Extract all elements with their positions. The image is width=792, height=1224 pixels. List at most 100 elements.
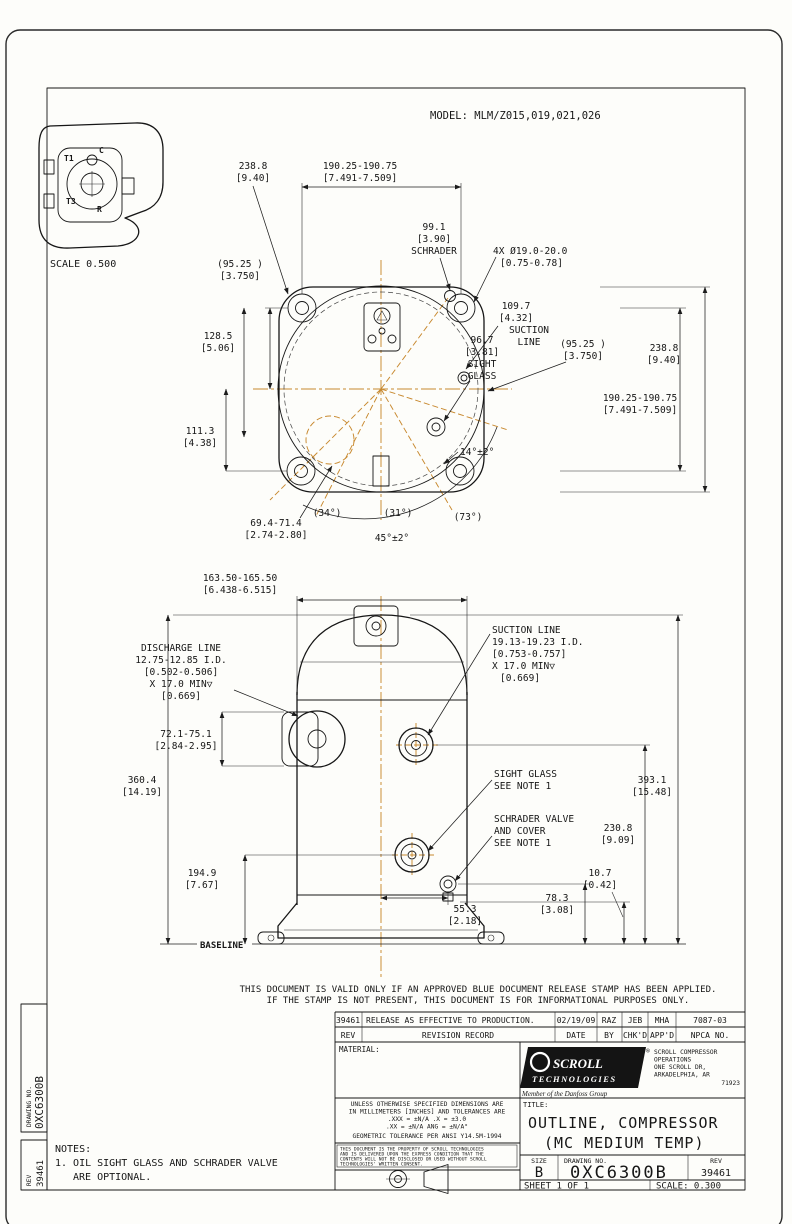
half-span-left-value: (95.25 ) [217,259,263,270]
sight-glass-dim-label2: GLASS [468,371,497,382]
terminal-label-t3: T3 [66,197,76,206]
dim-height-inch: [9.40] [647,355,681,366]
angle-45-label: 45°±2° [375,533,409,544]
dim-69-value: 69.4-71.4 [250,518,302,529]
drawing-no-value: 0XC6300B [570,1163,668,1183]
dim-height-value: 238.8 [650,343,679,354]
discharge-label-1: DISCHARGE LINE [141,643,221,654]
angle-34-label: (34°) [313,508,342,519]
terminal-box-side [353,605,399,647]
dim-bolt-span-top-inch: [7.491-7.509] [323,173,397,184]
dim-width-inch: [9.40] [236,173,270,184]
dim-194-value: 194.9 [188,868,217,879]
sight-glass-dim-label1: SIGHT [468,359,497,370]
dim-bolt-span-top-value: 190.25-190.75 [323,161,397,172]
rev-entry-appd: MHA [655,1016,670,1025]
dim-360-inch: [14.19] [122,787,162,798]
suction-top [457,371,471,385]
model-label: MODEL: MLM/Z015,019,021,026 [430,110,601,122]
property-note-4: TECHNOLOGIES' WRITTEN CONSENT. [340,1162,423,1168]
dim-78-value: 78.3 [546,893,569,904]
half-span-right-inch: [3.750] [563,351,603,362]
rev-entry-chkd: JEB [628,1016,643,1025]
detail-scale-label: SCALE 0.500 [50,259,116,270]
dim-111-value: 111.3 [186,426,215,437]
discharge-label-4: X 17.0 MIN▽ [150,679,213,690]
bolt-hole-top-left [287,293,317,323]
rev-header-date: DATE [566,1031,585,1040]
company-address-3: ONE SCROLL DR, [654,1064,706,1071]
dim-128-value: 128.5 [204,331,233,342]
rev-entry-date: 02/19/09 [557,1016,596,1025]
scale-label: SCALE: 0.300 [656,1182,721,1192]
terminal-box-top [363,302,401,352]
dim-55-inch: [2.18] [448,916,482,927]
dim-69-inch: [2.74-2.80] [245,530,308,541]
dim-width-value: 238.8 [239,161,268,172]
schrader-note-2: AND COVER [494,826,546,837]
schrader-note-1: SCHRADER VALVE [494,814,574,825]
rev-label: REV [710,1157,722,1165]
rev-header-npca: NPCA NO. [691,1031,730,1040]
member-line: Member of the Danfoss Group [521,1090,608,1098]
top-view-dimensions [223,183,710,520]
dim-230-inch: [9.09] [601,835,635,846]
suction-label-5: [0.669] [500,673,540,684]
dim-72-inch: [2.84-2.95] [155,741,218,752]
angle-73-label: (73°) [454,512,483,523]
baseline-label: BASELINE [200,941,243,951]
schrader-top [444,290,456,302]
detail-view: C T1 T3 R SCALE 0.500 [38,122,164,270]
notes-line-2: ARE OPTIONAL. [73,1172,151,1183]
half-span-left-inch: [3.750] [220,271,260,282]
shell-circle [277,285,485,493]
sight-glass-top [426,417,446,437]
edge-rev-label: REV [26,1175,33,1186]
tolerance-line-4: .XX = ±N/A ANG = ±N/A° [386,1123,468,1131]
schrader-dim-inch: [3.90] [417,234,451,245]
suction-dim-value: 109.7 [502,301,531,312]
angle-31-label: (31°) [384,508,413,519]
schrader-dim-label: SCHRADER [411,246,457,257]
sheet-label: SHEET 1 OF 1 [524,1182,589,1192]
dim-10-inch: [0.42] [583,880,617,891]
oil-sight-glass-top [305,415,355,465]
size-label: SIZE [531,1157,547,1165]
terminal-label-r: R [97,205,102,214]
dim-360-value: 360.4 [128,775,157,786]
projection-symbol [386,1164,449,1194]
rev-header-by: BY [604,1031,614,1040]
notes-header: NOTES: [55,1144,91,1155]
property-note-2: AND IS DELIVERED UPON THE EXPRESS CONDIT… [340,1152,484,1158]
dim-bolt-span-right-value: 190.25-190.75 [603,393,677,404]
dim-top-value: 163.50-165.50 [203,573,278,584]
dim-393-inch: [15.48] [632,787,672,798]
rev-header-chkd: CHK'D [623,1031,647,1040]
size-value: B [535,1165,543,1181]
title-label: TITLE: [523,1101,548,1109]
property-note-1: THIS DOCUMENT IS THE PROPERTY OF SCROLL … [340,1147,484,1153]
drawing-title-line-2: (MC MEDIUM TEMP) [544,1134,705,1152]
bottom-fitting-top [372,455,390,487]
notes-line-1: 1. OIL SIGHT GLASS AND SCHRADER VALVE [55,1158,278,1169]
rev-entry-by: RAZ [602,1016,617,1025]
bolt-hole-top-right [446,293,476,323]
dim-393-value: 393.1 [638,775,667,786]
drawing-title-line-1: OUTLINE, COMPRESSOR [528,1114,719,1132]
rev-entry-npca: 7087-03 [693,1016,727,1025]
bolt-holes-callout-inch: [0.75-0.78] [500,258,563,269]
suction-label-4: X 17.0 MIN▽ [492,661,555,672]
suction-label-3: [0.753-0.757] [492,649,566,660]
suction-dim-label2: LINE [518,337,541,348]
sight-glass-dim-value: 96.7 [471,335,494,346]
company-address-2: OPERATIONS [654,1057,692,1064]
half-span-right-value: (95.25 ) [560,339,606,350]
terminal-label-c: C [99,146,104,155]
rev-header-appd: APP'D [650,1031,674,1040]
rev-entry-rev: 39461 [336,1016,360,1025]
edge-rev-value: 39461 [36,1160,46,1187]
bolt-hole-bottom-left [286,456,316,486]
schrader-dim-value: 99.1 [423,222,446,233]
drawing-no-label: DRAWING NO. [564,1157,607,1165]
angle-14-label: 14°±2° [460,447,494,458]
